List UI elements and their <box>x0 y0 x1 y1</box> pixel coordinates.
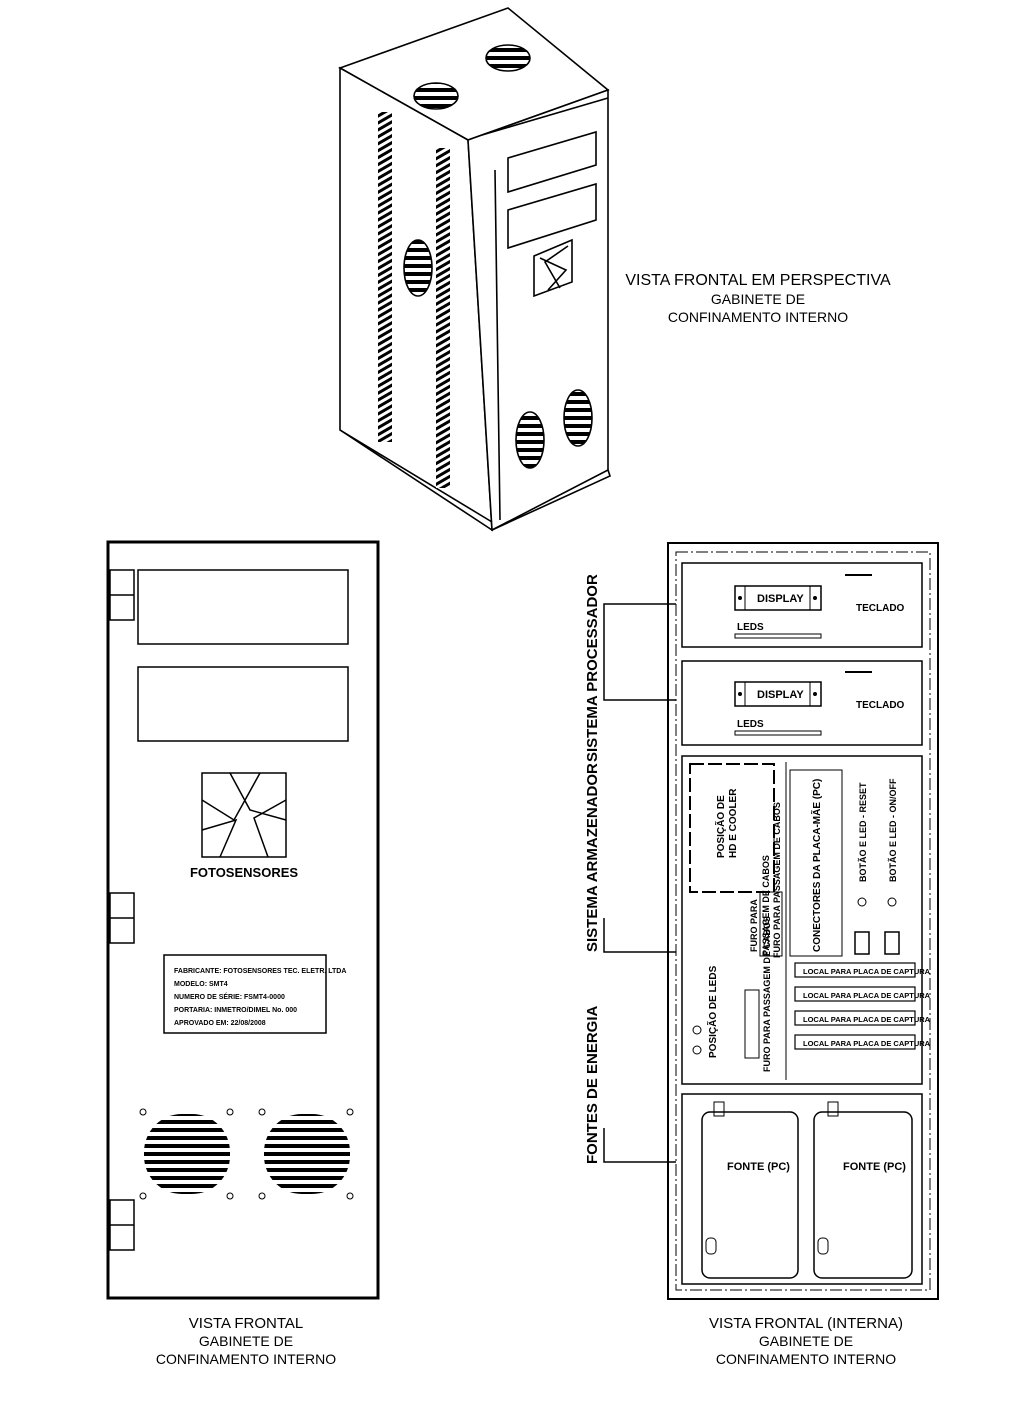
vent-slots-icon <box>378 112 392 442</box>
perspective-title: VISTA FRONTAL EM PERSPECTIVA <box>625 272 891 289</box>
front-fan-grill-icon <box>258 1108 354 1200</box>
perspective-line3: CONFINAMENTO INTERNO <box>668 309 848 325</box>
storage-module <box>681 755 923 1085</box>
perspective-view <box>338 7 611 532</box>
bottom-fan-icon <box>515 411 545 469</box>
furo-label-3: FURO PARA PASSAGEM DE CABOS <box>762 916 772 1072</box>
display-label-2: DISPLAY <box>757 689 804 701</box>
svg-text:APROVADO EM: 22/08/2008: APROVADO EM: 22/08/2008 <box>174 1020 266 1027</box>
teclado-label: TECLADO <box>856 603 905 614</box>
side-fan-icon <box>403 239 433 297</box>
conectores-label: CONECTORES DA PLACA-MÃE (PC) <box>810 779 823 952</box>
top-fan-icon <box>485 44 531 72</box>
perspective-caption: VISTA FRONTAL EM PERSPECTIVA GABINETE DE… <box>625 272 891 325</box>
label-sistema-armazenador: SISTEMA ARMAZENADOR <box>584 763 601 952</box>
furo-label-1a: FURO PARA <box>749 899 759 952</box>
front-fan-grill-icon <box>139 1108 234 1200</box>
captura-label-4: LOCAL PARA PLACA DE CAPTURA <box>803 1039 931 1048</box>
furo-label-1b: PASSAGEM DE CABOS <box>761 855 771 956</box>
bottom-fan-icon <box>563 389 593 447</box>
fonte-label-2: FONTE (PC) <box>843 1161 906 1173</box>
svg-text:NUMERO DE SÉRIE: FSMT4-0000: NUMERO DE SÉRIE: FSMT4-0000 <box>174 992 285 1001</box>
label-sistema-processador: SISTEMA PROCESSADOR <box>584 574 601 762</box>
captura-label-3: LOCAL PARA PLACA DE CAPTURA <box>803 1015 931 1024</box>
logo-text: FOTOSENSORES <box>190 865 298 880</box>
front-line3: CONFINAMENTO INTERNO <box>156 1351 336 1367</box>
label-fontes-energia: FONTES DE ENERGIA <box>584 1005 601 1164</box>
processor-module-1 <box>681 562 923 648</box>
front-view: FOTOSENSORES FABRICANTE: FOTOSENSORES TE… <box>106 540 380 1300</box>
leds-label-2: LEDS <box>737 719 764 730</box>
pos-hd-label-2: HD E COOLER <box>728 788 739 858</box>
front-title: VISTA FRONTAL <box>189 1315 303 1332</box>
fonte-label-1: FONTE (PC) <box>727 1161 790 1173</box>
front-line2: GABINETE DE <box>199 1333 293 1349</box>
front-caption: VISTA FRONTAL GABINETE DE CONFINAMENTO I… <box>156 1315 336 1367</box>
internal-caption: VISTA FRONTAL (INTERNA) GABINETE DE CONF… <box>709 1315 903 1367</box>
perspective-logo-icon <box>533 238 573 298</box>
internal-view: DISPLAY TECLADO LEDS DISPLAY TECLADO LED… <box>603 542 939 1300</box>
perspective-line2: GABINETE DE <box>711 291 805 307</box>
pos-leds-label: POSIÇÃO DE LEDS <box>706 965 719 1058</box>
display-label: DISPLAY <box>757 593 804 605</box>
botao-reset-label: BOTÃO E LED - RESET <box>858 782 868 882</box>
svg-text:MODELO: SMT4: MODELO: SMT4 <box>174 981 228 988</box>
captura-label-2: LOCAL PARA PLACA DE CAPTURA <box>803 991 931 1000</box>
nameplate-text: FABRICANTE: FOTOSENSORES TEC. ELETR. LTD… <box>174 968 346 1027</box>
top-fan-icon <box>413 82 459 110</box>
svg-text:FABRICANTE: FOTOSENSORES TEC.: FABRICANTE: FOTOSENSORES TEC. ELETR. LTD… <box>174 968 346 975</box>
internal-line3: CONFINAMENTO INTERNO <box>716 1351 896 1367</box>
processor-module-2 <box>681 660 923 746</box>
pos-hd-label-1: POSIÇÃO DE <box>714 795 727 858</box>
furo-label-2: FURO PARA PASSAGEM DE CABOS <box>772 802 782 958</box>
vent-slots-icon <box>436 148 450 488</box>
internal-title: VISTA FRONTAL (INTERNA) <box>709 1315 903 1332</box>
power-module <box>681 1093 923 1285</box>
internal-line2: GABINETE DE <box>759 1333 853 1349</box>
nameplate <box>163 954 327 1034</box>
botao-onoff-label: BOTÃO E LED - ON/OFF <box>888 778 898 882</box>
captura-label-1: LOCAL PARA PLACA DE CAPTURA <box>803 967 931 976</box>
svg-text:PORTARIA: INMETRO/DIMEL No. 00: PORTARIA: INMETRO/DIMEL No. 000 <box>174 1007 297 1014</box>
teclado-label-2: TECLADO <box>856 700 905 711</box>
fotosensores-logo-icon <box>201 772 287 858</box>
leds-label: LEDS <box>737 622 764 633</box>
